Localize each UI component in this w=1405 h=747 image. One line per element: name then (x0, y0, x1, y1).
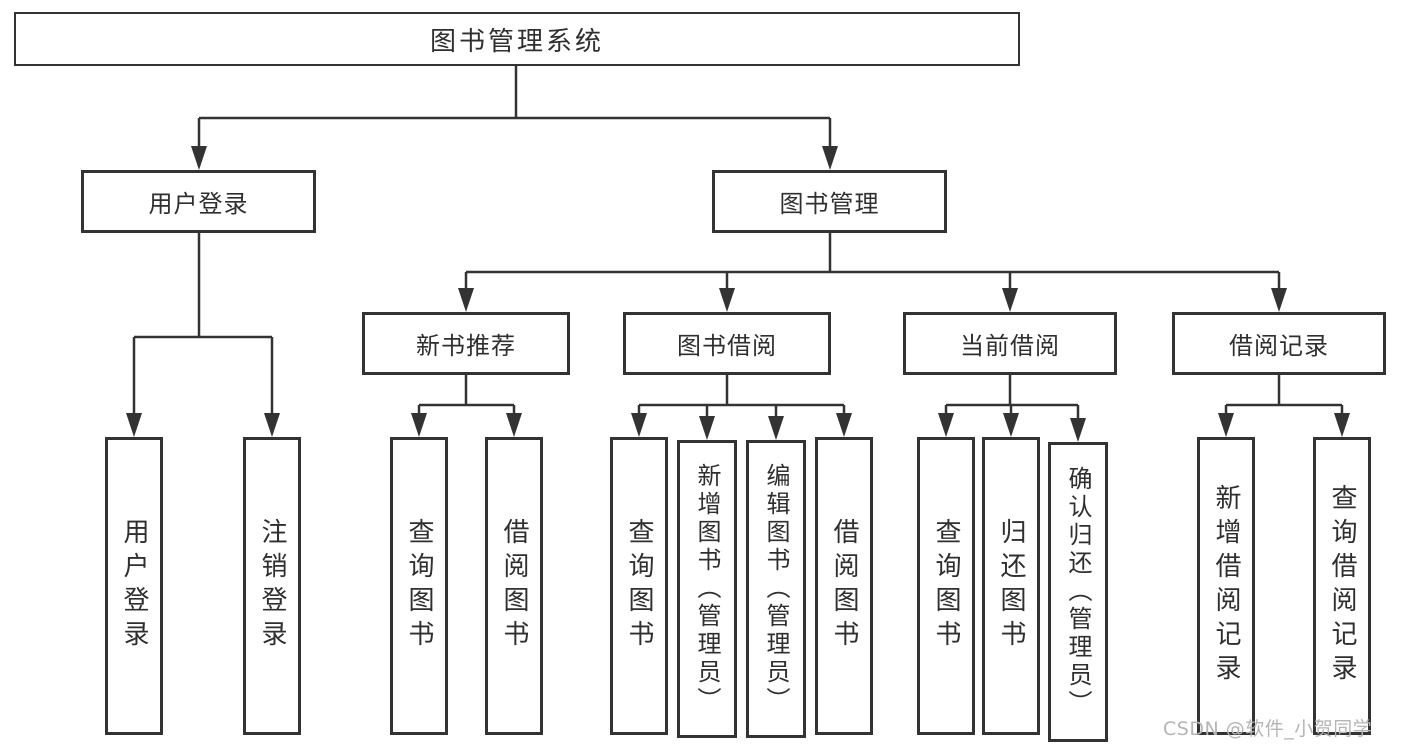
csdn-watermark: CSDN @软件_小贺同学 (1163, 718, 1373, 740)
leaf-user-login: 用户登录 (105, 437, 163, 735)
leaf-query-books-borrow: 查询图书 (610, 437, 668, 735)
leaf-borrow-books: 借阅图书 (815, 437, 873, 735)
connector-book-management-groups (464, 233, 1281, 292)
node-book-borrow: 图书借阅 (623, 312, 831, 375)
leaf-confirm-return-admin: 确认归还（管理员） (1048, 442, 1108, 742)
connector-borrow-records-children (1224, 375, 1344, 417)
node-library-management-system: 图书管理系统 (14, 12, 1020, 66)
node-book-management-branch: 图书管理 (712, 170, 947, 233)
connector-user-login-children (132, 233, 274, 417)
leaf-borrow-books-recommend: 借阅图书 (485, 437, 543, 735)
connector-book-borrow-children (637, 375, 846, 420)
leaf-query-books-current: 查询图书 (917, 437, 975, 735)
leaf-logout: 注销登录 (243, 437, 301, 735)
leaf-edit-books-admin: 编辑图书（管理员） (746, 440, 806, 738)
connector-root-to-branches (197, 66, 832, 150)
node-borrow-records: 借阅记录 (1172, 312, 1386, 375)
leaf-return-books: 归还图书 (982, 437, 1040, 735)
leaf-query-books-recommend: 查询图书 (390, 437, 448, 735)
leaf-add-books-admin: 新增图书（管理员） (677, 440, 737, 738)
node-current-borrow: 当前借阅 (903, 312, 1117, 375)
connector-new-book-recommend-children (417, 375, 516, 417)
connector-current-borrow-children (944, 375, 1080, 422)
leaf-add-borrow-record: 新增借阅记录 (1197, 437, 1255, 735)
node-new-book-recommend: 新书推荐 (362, 312, 570, 375)
node-user-login-branch: 用户登录 (81, 170, 316, 233)
leaf-query-borrow-record: 查询借阅记录 (1313, 437, 1371, 735)
